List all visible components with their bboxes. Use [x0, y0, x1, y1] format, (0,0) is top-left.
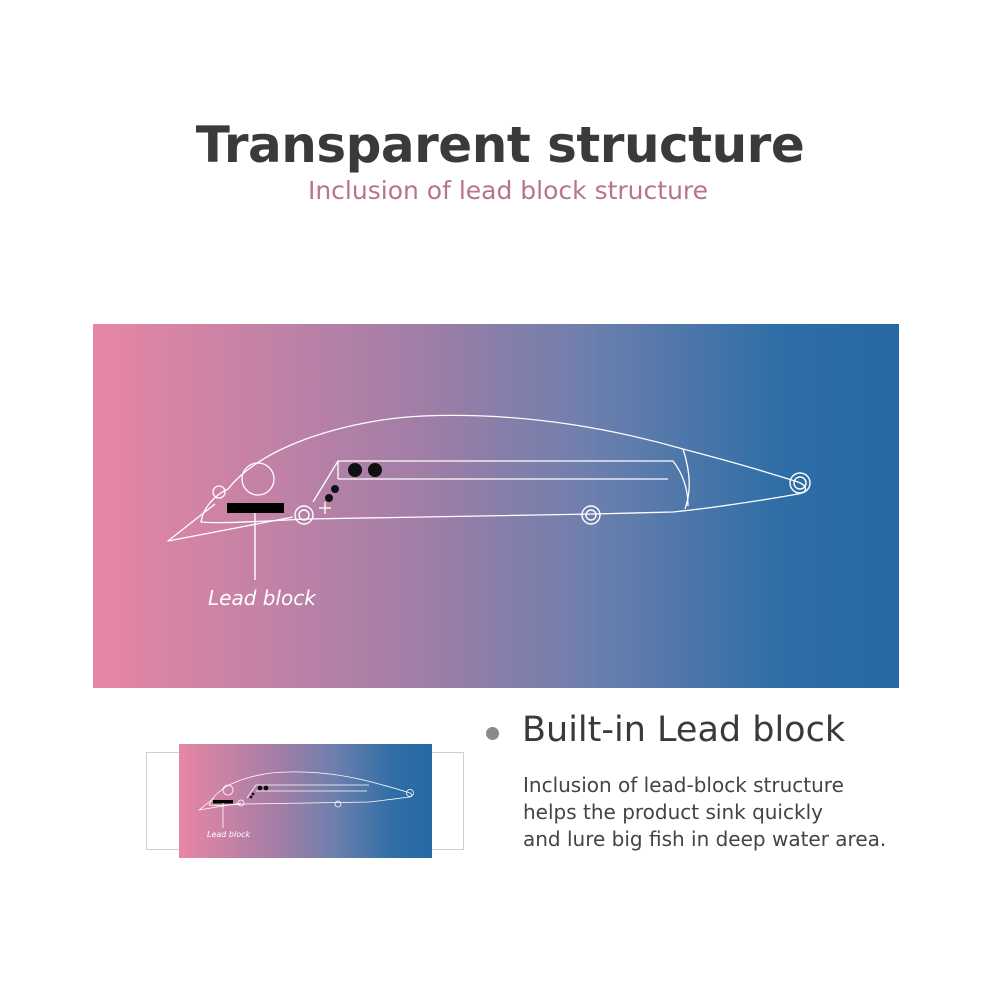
- tail-hook-ring-inner: [793, 476, 807, 490]
- belly-hook-ring: [581, 505, 601, 525]
- thumbnail-diagram: Lead block: [179, 744, 432, 858]
- thumb-lure-chamber: [246, 784, 369, 799]
- lead-block-rect: [227, 503, 284, 513]
- front-line-tie-ring-inner: [298, 509, 310, 521]
- lure-lip-outline: [167, 503, 294, 542]
- feature-description-line: helps the product sink quickly: [523, 800, 823, 824]
- lure-outline-drawing: [167, 414, 811, 580]
- belly-hook-ring-inner: [585, 509, 597, 521]
- lure-body-outline: [200, 414, 807, 524]
- weight-ball-small-1: [331, 485, 339, 493]
- lure-keel-line: [319, 502, 331, 514]
- feature-description: Inclusion of lead-block structure helps …: [523, 772, 993, 853]
- thumb-lure-eye: [222, 784, 234, 796]
- lure-tail-outline: [682, 448, 690, 510]
- feature-description-line: and lure big fish in deep water area.: [523, 827, 887, 851]
- bullet-dot-icon: [486, 727, 499, 740]
- thumb-lead-block-label: Lead block: [207, 830, 251, 839]
- lure-structure-diagram: Lead block: [93, 324, 899, 688]
- weight-ball-small-2: [325, 494, 333, 502]
- thumb-weight-ball-2: [263, 785, 269, 791]
- tail-hook-ring: [789, 472, 811, 494]
- thumb-weight-ball-4: [249, 795, 253, 799]
- thumb-lure-lip: [198, 797, 242, 811]
- feature-description-line: Inclusion of lead-block structure: [523, 773, 844, 797]
- front-line-tie-ring: [294, 505, 314, 525]
- thumb-tail-ring: [406, 789, 414, 797]
- lead-block-label: Lead block: [208, 586, 316, 610]
- thumb-lead-block-rect: [213, 800, 233, 804]
- page-subtitle: Inclusion of lead block structure: [307, 176, 709, 205]
- thumb-weight-ball-3: [251, 792, 255, 796]
- page-title: Transparent structure: [195, 116, 805, 174]
- weight-ball-large-1: [348, 463, 362, 477]
- weight-ball-large-2: [368, 463, 382, 477]
- thumb-belly-ring: [334, 800, 342, 808]
- thumb-lure-body-outline: [208, 771, 413, 806]
- thumbnail-lure-drawing: [198, 771, 414, 828]
- lure-eye-outline: [241, 462, 275, 496]
- lure-nose-outline: [212, 485, 226, 499]
- thumb-front-ring: [237, 799, 245, 807]
- feature-title: Built-in Lead block: [522, 710, 846, 750]
- thumb-weight-ball-1: [257, 785, 263, 791]
